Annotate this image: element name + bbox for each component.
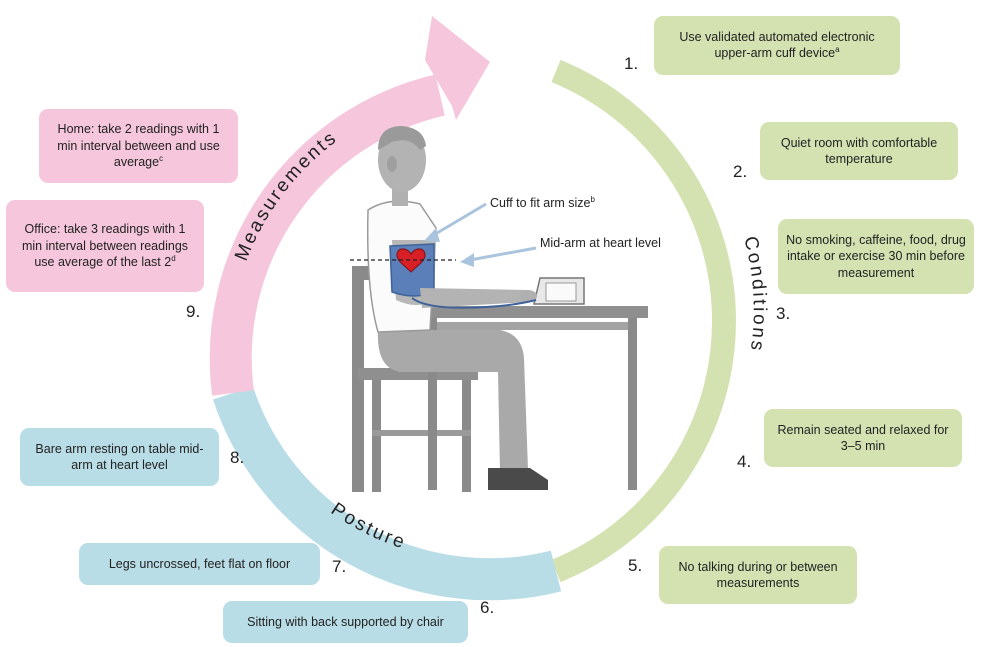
conditions-label: Conditions — [739, 234, 770, 354]
cuff-annotation-text: Cuff to fit arm size — [490, 196, 591, 211]
step-1-text: Use validated automated electronic upper… — [679, 29, 875, 61]
conditions-segment — [551, 59, 736, 583]
measurements-arrowhead — [425, 16, 490, 120]
step-9-home-footnote: c — [159, 154, 164, 164]
step-9-home-text: Home: take 2 readings with 1 min interva… — [57, 122, 220, 170]
step-2-box: Quiet room with comfortable temperature — [760, 122, 958, 180]
step-1-box: Use validated automated electronic upper… — [654, 16, 900, 75]
step-7-box: Legs uncrossed, feet flat on floor — [79, 543, 320, 585]
step-6-box: Sitting with back supported by chair — [223, 601, 468, 643]
cuff-footnote-marker: b — [590, 195, 595, 204]
cuff-annotation: Cuff to fit arm sizeb — [490, 195, 595, 210]
step-4-box: Remain seated and relaxed for 3–5 min — [764, 409, 962, 467]
step-9-office-text: Office: take 3 readings with 1 min inter… — [21, 222, 189, 270]
step-9-office-box: Office: take 3 readings with 1 min inter… — [6, 200, 204, 292]
measurements-segment — [209, 74, 445, 396]
step-5-box: No talking during or between measurement… — [659, 546, 857, 604]
step-4-number: 4. — [737, 452, 752, 471]
step-9-number: 9. — [186, 302, 201, 321]
step-1-footnote: a — [835, 45, 840, 55]
measurements-label: Measurements — [231, 127, 342, 264]
seated-person-illustration — [350, 126, 648, 492]
step-9-home-box: Home: take 2 readings with 1 min interva… — [39, 109, 238, 183]
step-3-box: No smoking, caffeine, food, drug intake … — [778, 219, 974, 294]
step-2-number: 2. — [733, 162, 748, 181]
step-7-number: 7. — [332, 557, 347, 576]
midarm-annotation: Mid-arm at heart level — [540, 236, 661, 250]
step-9-office-footnote: d — [171, 254, 176, 264]
annotation-arrows — [424, 202, 537, 267]
step-3-number: 3. — [776, 304, 791, 323]
posture-segment — [213, 386, 562, 601]
step-8-number: 8. — [230, 448, 245, 467]
step-5-number: 5. — [628, 556, 643, 575]
step-1-number: 1. — [624, 54, 639, 73]
step-6-number: 6. — [480, 598, 495, 617]
step-8-box: Bare arm resting on table mid-arm at hea… — [20, 428, 219, 486]
